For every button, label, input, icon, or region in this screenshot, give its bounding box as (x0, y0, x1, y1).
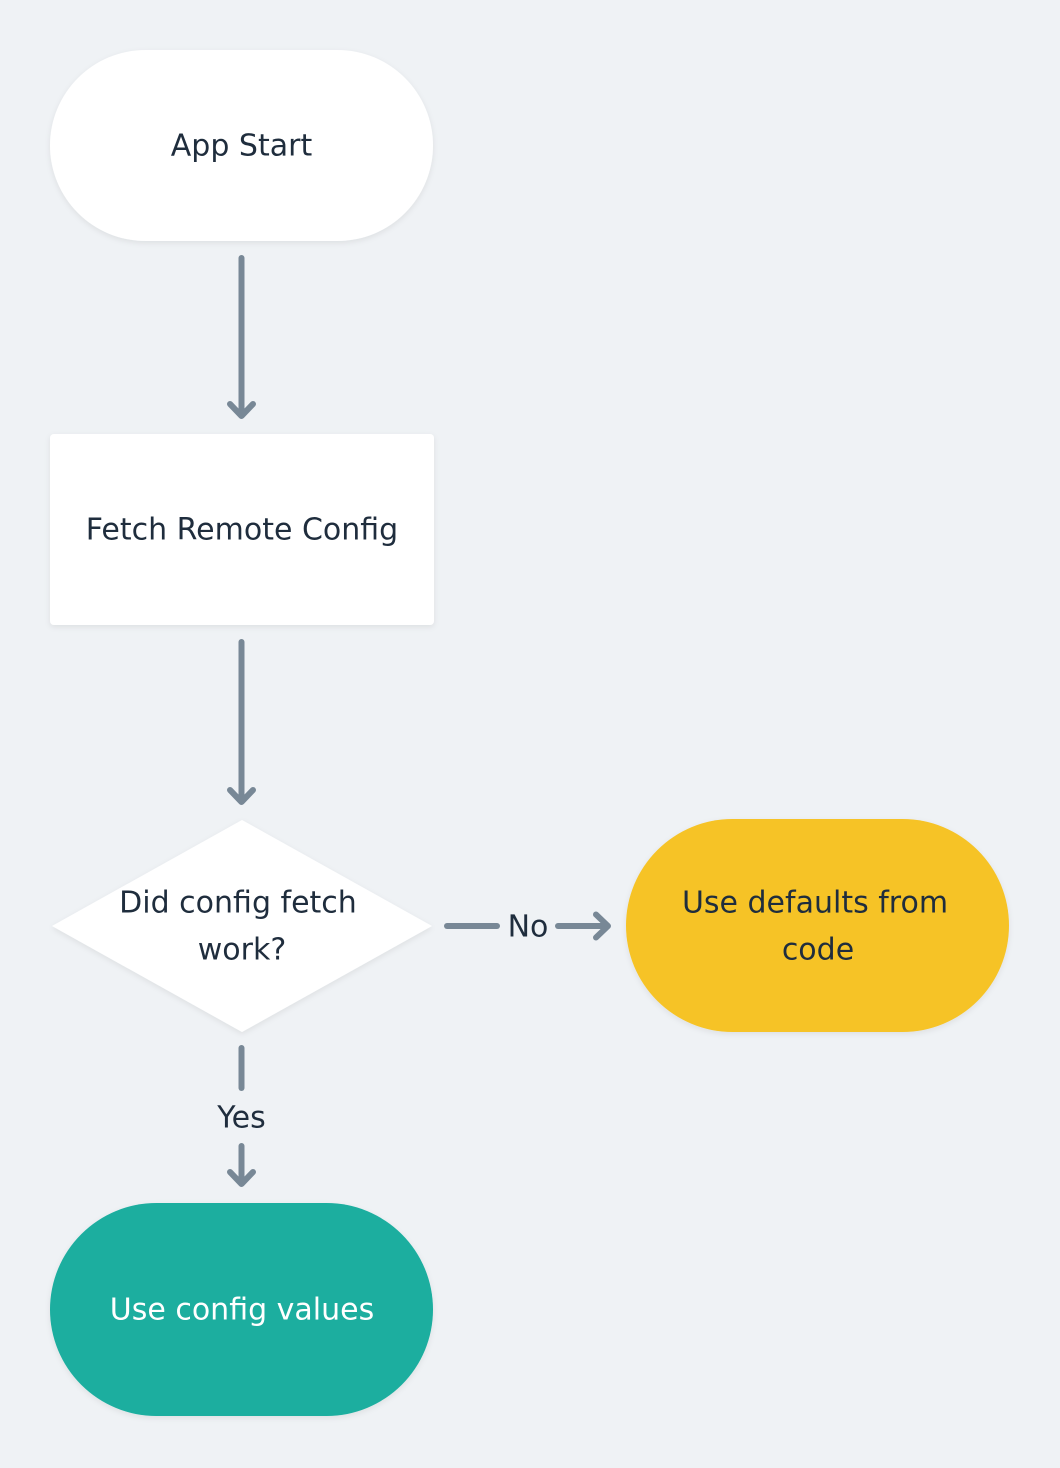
terminal-shape (50, 1203, 433, 1416)
node-label-line-1: Did config fetch (119, 886, 357, 921)
edge-start-to-fetch (227, 255, 256, 419)
decision-shape (52, 820, 432, 1032)
node-fetch-remote-config: Fetch Remote Config (50, 434, 434, 625)
node-decision-config-fetch: Did config fetch work? (52, 820, 432, 1032)
arrow-head-icon (227, 1169, 256, 1187)
node-label: App Start (171, 129, 313, 164)
terminal-shape (626, 819, 1009, 1032)
arrow-head-icon (593, 911, 611, 941)
node-label-line-2: code (782, 933, 854, 968)
node-label: Use config values (110, 1293, 375, 1328)
node-use-defaults: Use defaults from code (626, 819, 1009, 1032)
process-shape (50, 434, 434, 625)
node-app-start: App Start (50, 50, 433, 241)
arrow-head-icon (227, 787, 256, 805)
node-label-line-1: Use defaults from (682, 886, 948, 921)
edge-fetch-to-decision (227, 639, 256, 805)
arrow-head-icon (227, 401, 256, 419)
edge-decision-yes: Yes (216, 1045, 266, 1187)
edge-decision-no: No (444, 910, 611, 945)
node-label-line-2: work? (198, 933, 287, 968)
edge-label-no: No (508, 910, 549, 945)
node-use-config-values: Use config values (50, 1203, 433, 1416)
edge-label-yes: Yes (216, 1101, 265, 1136)
node-label: Fetch Remote Config (86, 513, 398, 548)
terminal-shape (50, 50, 433, 241)
